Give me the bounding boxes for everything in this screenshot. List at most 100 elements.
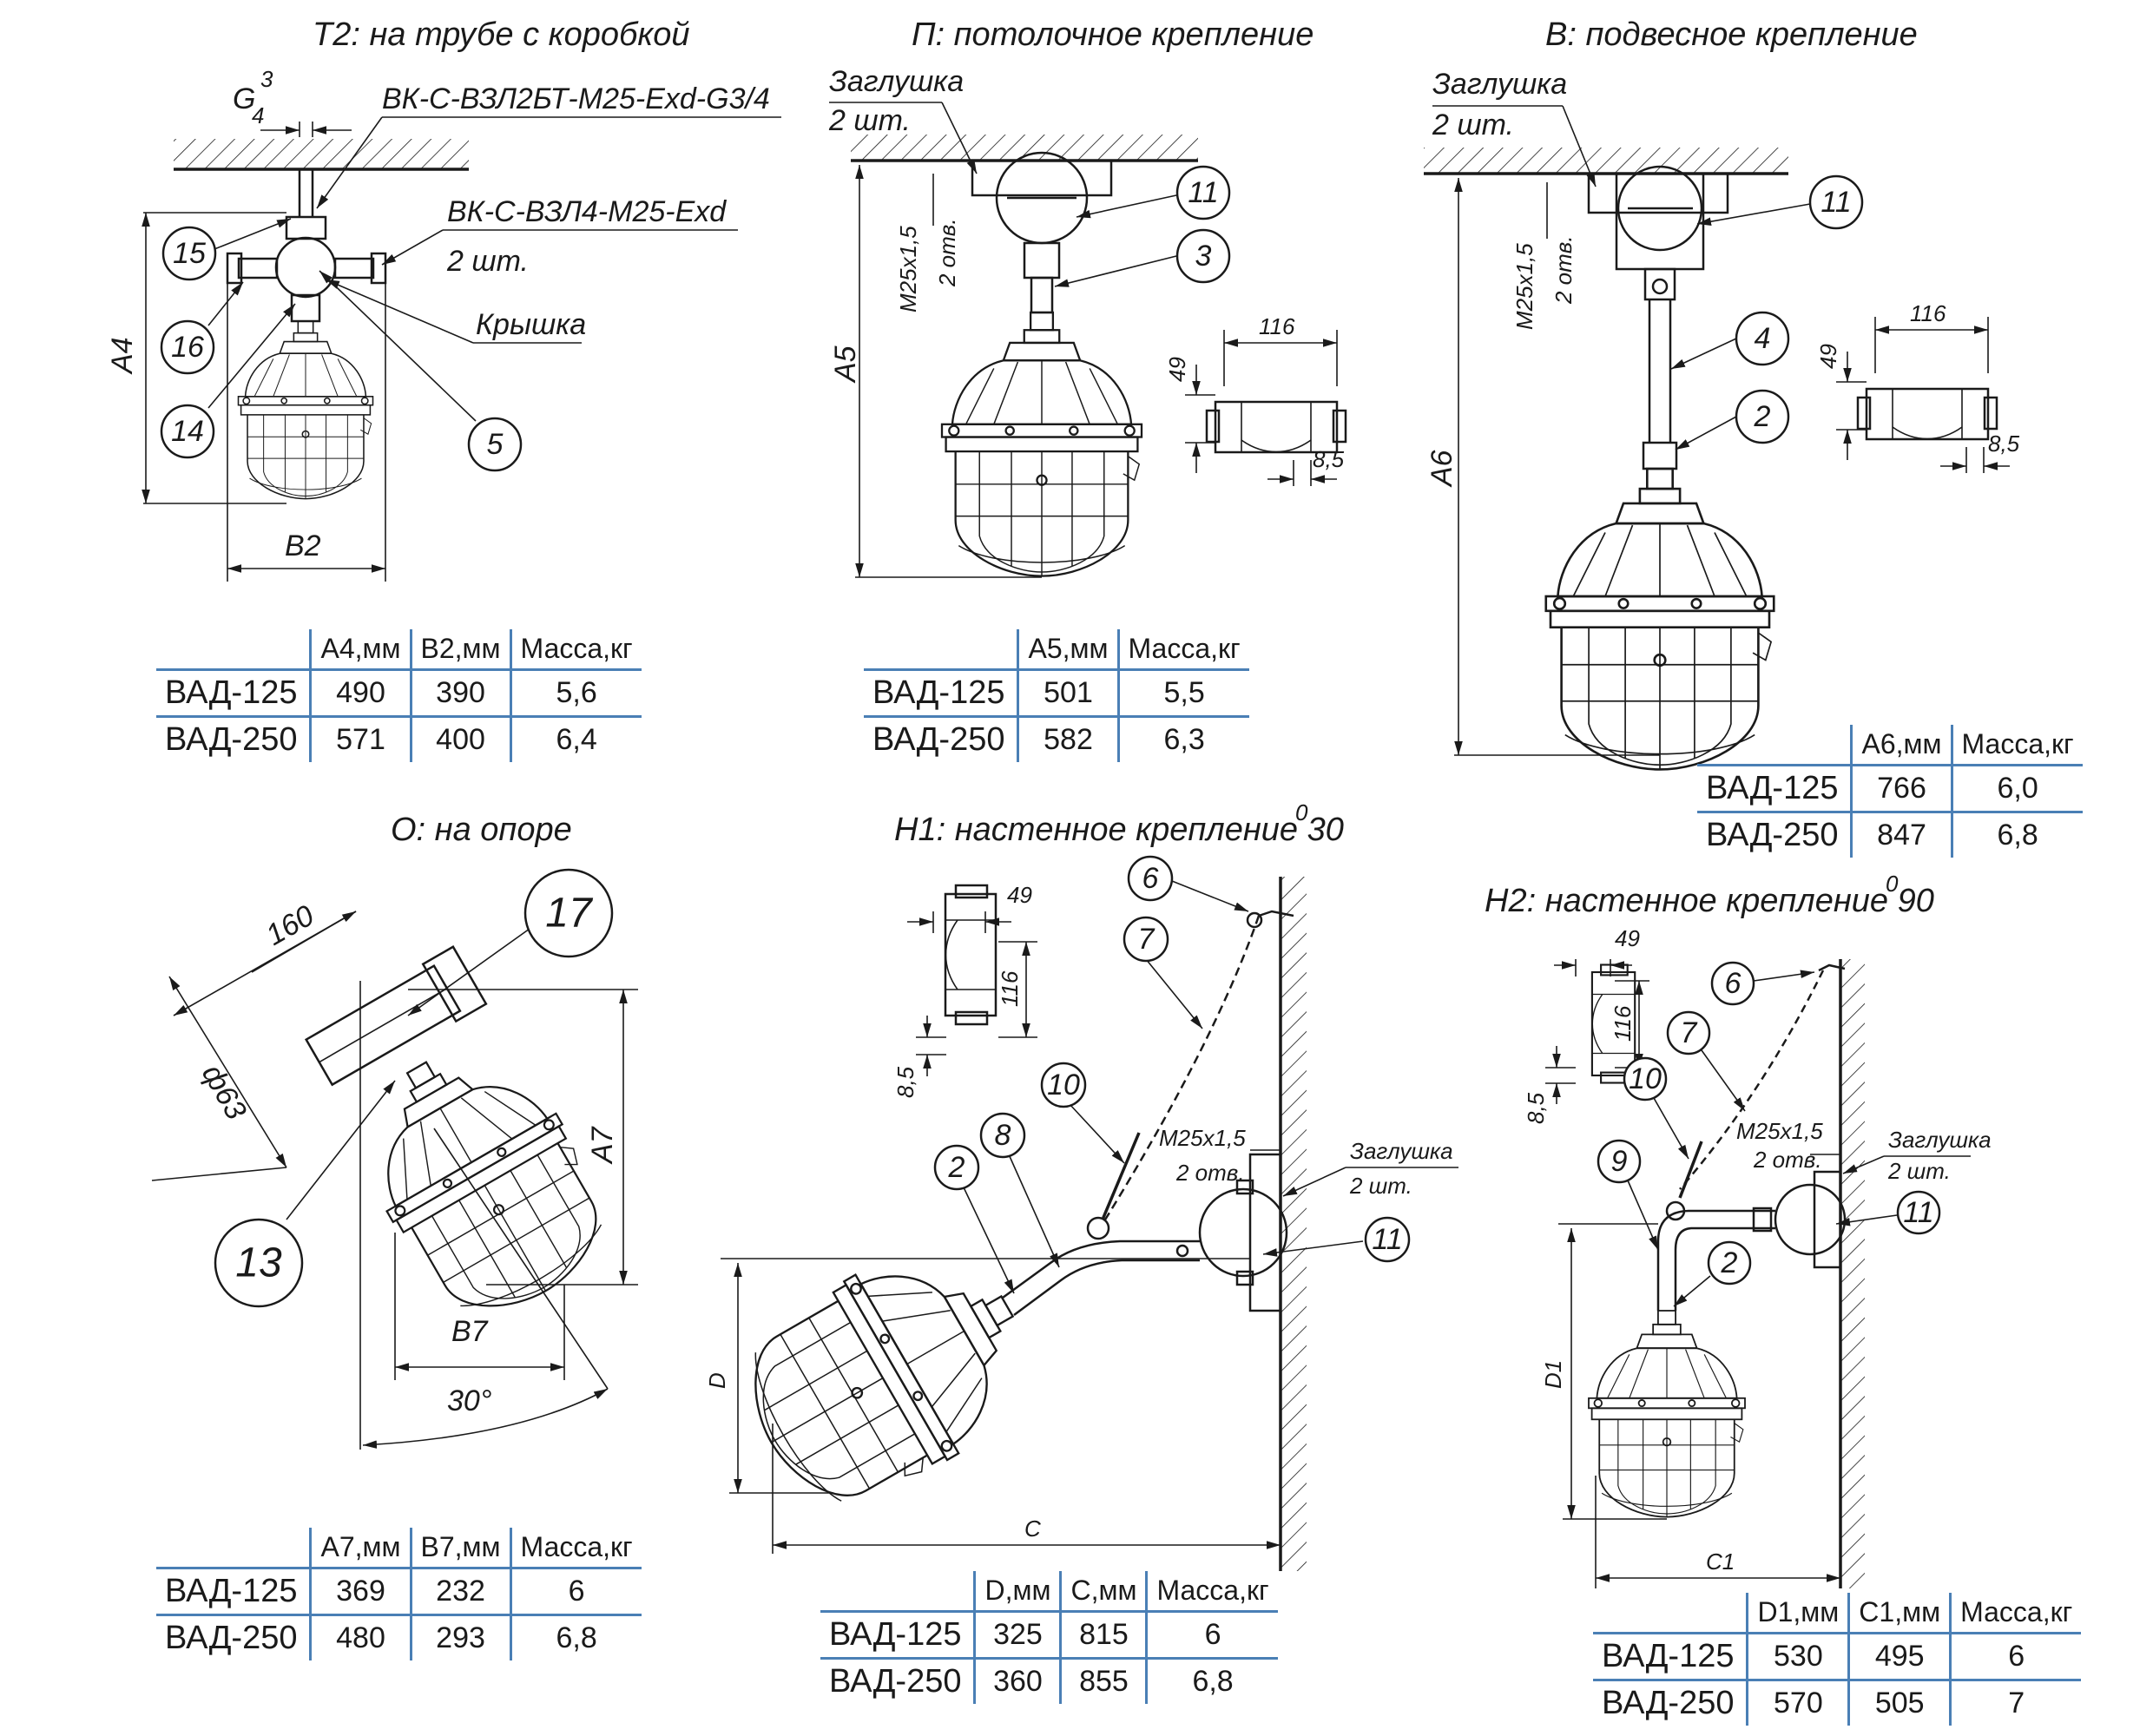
v-holes-label: 2 отв. xyxy=(1551,235,1577,305)
v-bubble-11: 11 xyxy=(1821,186,1851,219)
v-dim-a6: A6 xyxy=(1425,450,1458,488)
p-bubble-11: 11 xyxy=(1188,176,1218,209)
view-v: В: подвесное крепление Заглушка 2 шт. M2… xyxy=(1424,16,2020,771)
h1-bubble-8: 8 xyxy=(995,1119,1011,1152)
table-v-header: Масса,кг xyxy=(1950,725,2083,766)
h2-bubble-6: 6 xyxy=(1725,967,1741,1000)
h2-bubble-11: 11 xyxy=(1903,1196,1933,1229)
table-p-header: Масса,кг xyxy=(1116,629,1249,671)
h2-bubble-10: 10 xyxy=(1629,1062,1662,1095)
t2-entry-label: ВК-С-ВЗЛ4-М25-Exd xyxy=(447,195,727,228)
h1-bubble-6: 6 xyxy=(1142,862,1159,895)
p-dim-a5: A5 xyxy=(829,345,862,384)
p-thread-label: M25x1,5 xyxy=(895,226,921,312)
h2-plug-qty: 2 шт. xyxy=(1887,1158,1951,1184)
o-bubble-13: 13 xyxy=(235,1240,282,1286)
o-dim-dia: ф63 xyxy=(195,1059,253,1125)
h1-plug-qty: 2 шт. xyxy=(1349,1173,1412,1199)
table-t2-header: Масса,кг xyxy=(509,629,642,671)
table-v-header: A6,мм xyxy=(1850,725,1952,766)
view-t2-title: Т2: на трубе с коробкой xyxy=(313,16,690,53)
table-h2-header: D1,мм xyxy=(1746,1593,1849,1634)
p-holes-label: 2 отв. xyxy=(934,218,960,287)
h2-holes-label: 2 отв. xyxy=(1753,1147,1822,1173)
table-t2-header: A4,мм xyxy=(309,629,412,671)
v-detail-w: 116 xyxy=(1910,300,1946,326)
v-plug-qty: 2 шт. xyxy=(1432,108,1514,141)
p-plug-qty: 2 шт. xyxy=(828,104,911,137)
t2-box-label: ВК-С-ВЗЛ2БТ-М25-Exd-G3/4 xyxy=(382,82,770,115)
table-h1-header: C,мм xyxy=(1059,1571,1147,1613)
table-o-header: B7,мм xyxy=(409,1528,511,1569)
o-dim-b7: B7 xyxy=(451,1315,489,1348)
view-t2: Т2: на трубе с коробкой G 3 4 ВК-С-ВЗЛ2Б… xyxy=(106,16,781,582)
h1-bubble-2: 2 xyxy=(948,1151,965,1184)
t2-dim-b2: B2 xyxy=(285,529,321,562)
view-h1-title: Н1: настенное крепление 30 xyxy=(894,812,1344,848)
o-dim-angle: 30° xyxy=(447,1384,491,1417)
view-h1: Н1: настенное крепление 30 0 49 116 xyxy=(704,799,1458,1571)
v-detail-h: 49 xyxy=(1815,344,1841,369)
h2-bubble-2: 2 xyxy=(1721,1246,1738,1279)
table-h1-header: D,мм xyxy=(973,1571,1061,1613)
table-h2-header: C1,мм xyxy=(1847,1593,1951,1634)
h1-holes-label: 2 отв. xyxy=(1175,1160,1245,1186)
v-detail-off: 8,5 xyxy=(1988,431,2020,457)
p-plug-label: Заглушка xyxy=(829,65,964,98)
t2-bubble-5: 5 xyxy=(487,428,504,461)
table-h2-header: Масса,кг xyxy=(1949,1593,2082,1634)
table-p-header: A5,мм xyxy=(1017,629,1119,671)
h1-dim-c: C xyxy=(1024,1516,1041,1542)
h1-plug-label: Заглушка xyxy=(1350,1138,1453,1164)
view-o: О: на опоре 160 ф63 A7 B7 30° 17 xyxy=(151,812,638,1450)
t2-bubble-16: 16 xyxy=(171,331,204,364)
h1-detail-off: 8,5 xyxy=(892,1066,918,1098)
p-detail-w: 116 xyxy=(1259,313,1295,339)
o-bubble-17: 17 xyxy=(545,891,594,937)
h1-thread-label: M25x1,5 xyxy=(1159,1125,1246,1151)
table-o-header: Масса,кг xyxy=(509,1528,642,1569)
v-plug-label: Заглушка xyxy=(1432,68,1567,101)
p-detail-off: 8,5 xyxy=(1313,446,1345,472)
table-h1-header: Масса,кг xyxy=(1145,1571,1278,1613)
h1-detail-w: 49 xyxy=(1007,882,1032,908)
h2-detail-h: 116 xyxy=(1610,1005,1636,1042)
view-p: П: потолочное крепление Заглушка 2 шт. M… xyxy=(828,16,1347,578)
h1-bubble-10: 10 xyxy=(1047,1069,1080,1101)
t2-thread-sup: 3 xyxy=(260,66,273,92)
view-h2: Н2: настенное крепление 90 0 49 116 8,5 xyxy=(1485,871,1992,1588)
v-bubble-4: 4 xyxy=(1755,322,1771,355)
o-dim-len: 160 xyxy=(260,899,319,952)
h2-bubble-7: 7 xyxy=(1681,1016,1698,1049)
h2-dim-d1: D1 xyxy=(1540,1360,1566,1389)
h1-dim-d: D xyxy=(704,1372,730,1389)
h2-bubble-9: 9 xyxy=(1611,1145,1628,1178)
view-p-title: П: потолочное крепление xyxy=(912,16,1314,53)
p-bubble-3: 3 xyxy=(1195,240,1212,273)
view-o-title: О: на опоре xyxy=(391,812,572,848)
v-thread-label: M25x1,5 xyxy=(1511,243,1537,330)
view-v-title: В: подвесное крепление xyxy=(1545,16,1918,53)
h1-bubble-7: 7 xyxy=(1138,923,1156,956)
h2-detail-w: 49 xyxy=(1615,925,1640,951)
t2-bubble-14: 14 xyxy=(171,415,204,448)
t2-entry-qty: 2 шт. xyxy=(446,245,529,278)
